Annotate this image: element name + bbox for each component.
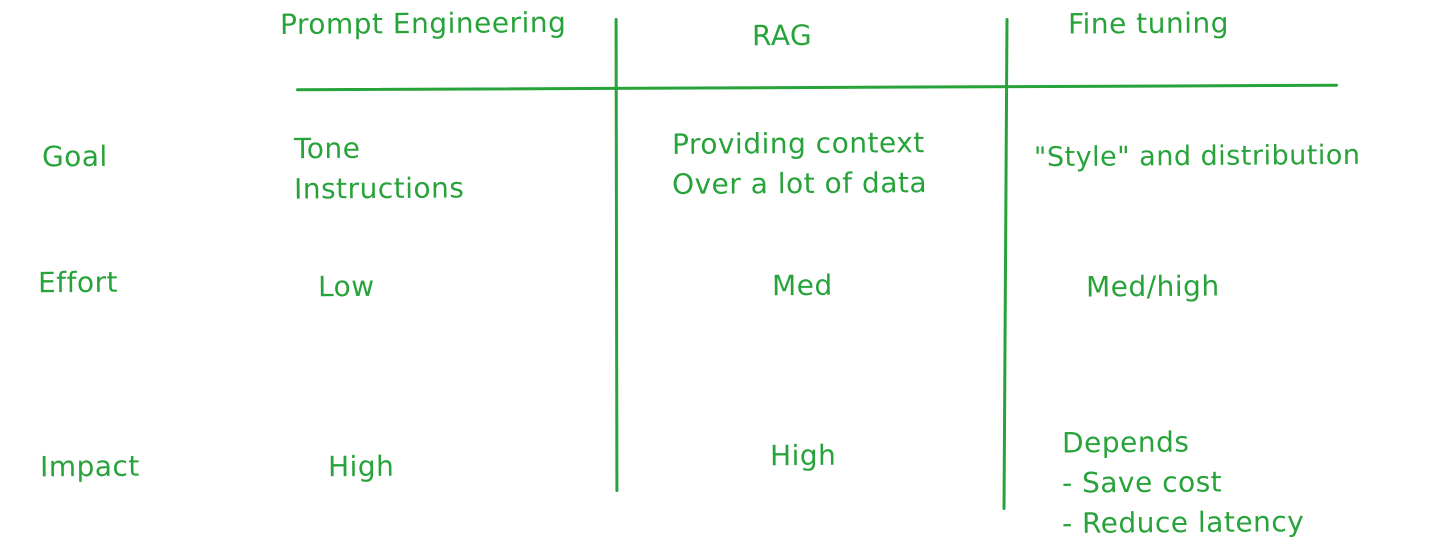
goal-prompt-line-1: Tone — [293, 131, 361, 166]
column-header-rag: RAG — [751, 18, 813, 53]
column-divider-2 — [1002, 17, 1009, 511]
header-divider-line — [295, 83, 1339, 92]
impact-rag: High — [769, 438, 837, 473]
impact-prompt: High — [327, 449, 395, 484]
goal-prompt-line-2: Instructions — [293, 171, 465, 206]
goal-rag-line-1: Providing context — [671, 126, 925, 161]
goal-rag-line-2: Over a lot of data — [671, 166, 928, 201]
goal-fine-tuning: "Style" and distribution — [1033, 139, 1361, 174]
effort-prompt: Low — [317, 269, 375, 304]
row-label-impact: Impact — [39, 449, 140, 484]
impact-fine-tuning-line-1: Depends — [1061, 425, 1190, 460]
row-label-effort: Effort — [37, 265, 119, 300]
effort-rag: Med — [771, 268, 833, 303]
effort-fine-tuning: Med/high — [1085, 269, 1220, 304]
row-label-goal: Goal — [41, 139, 108, 174]
column-header-fine-tuning: Fine tuning — [1067, 6, 1230, 41]
column-header-prompt-engineering: Prompt Engineering — [279, 6, 567, 41]
impact-fine-tuning-line-3: - Reduce latency — [1061, 505, 1305, 540]
impact-fine-tuning-line-2: - Save cost — [1061, 465, 1223, 500]
